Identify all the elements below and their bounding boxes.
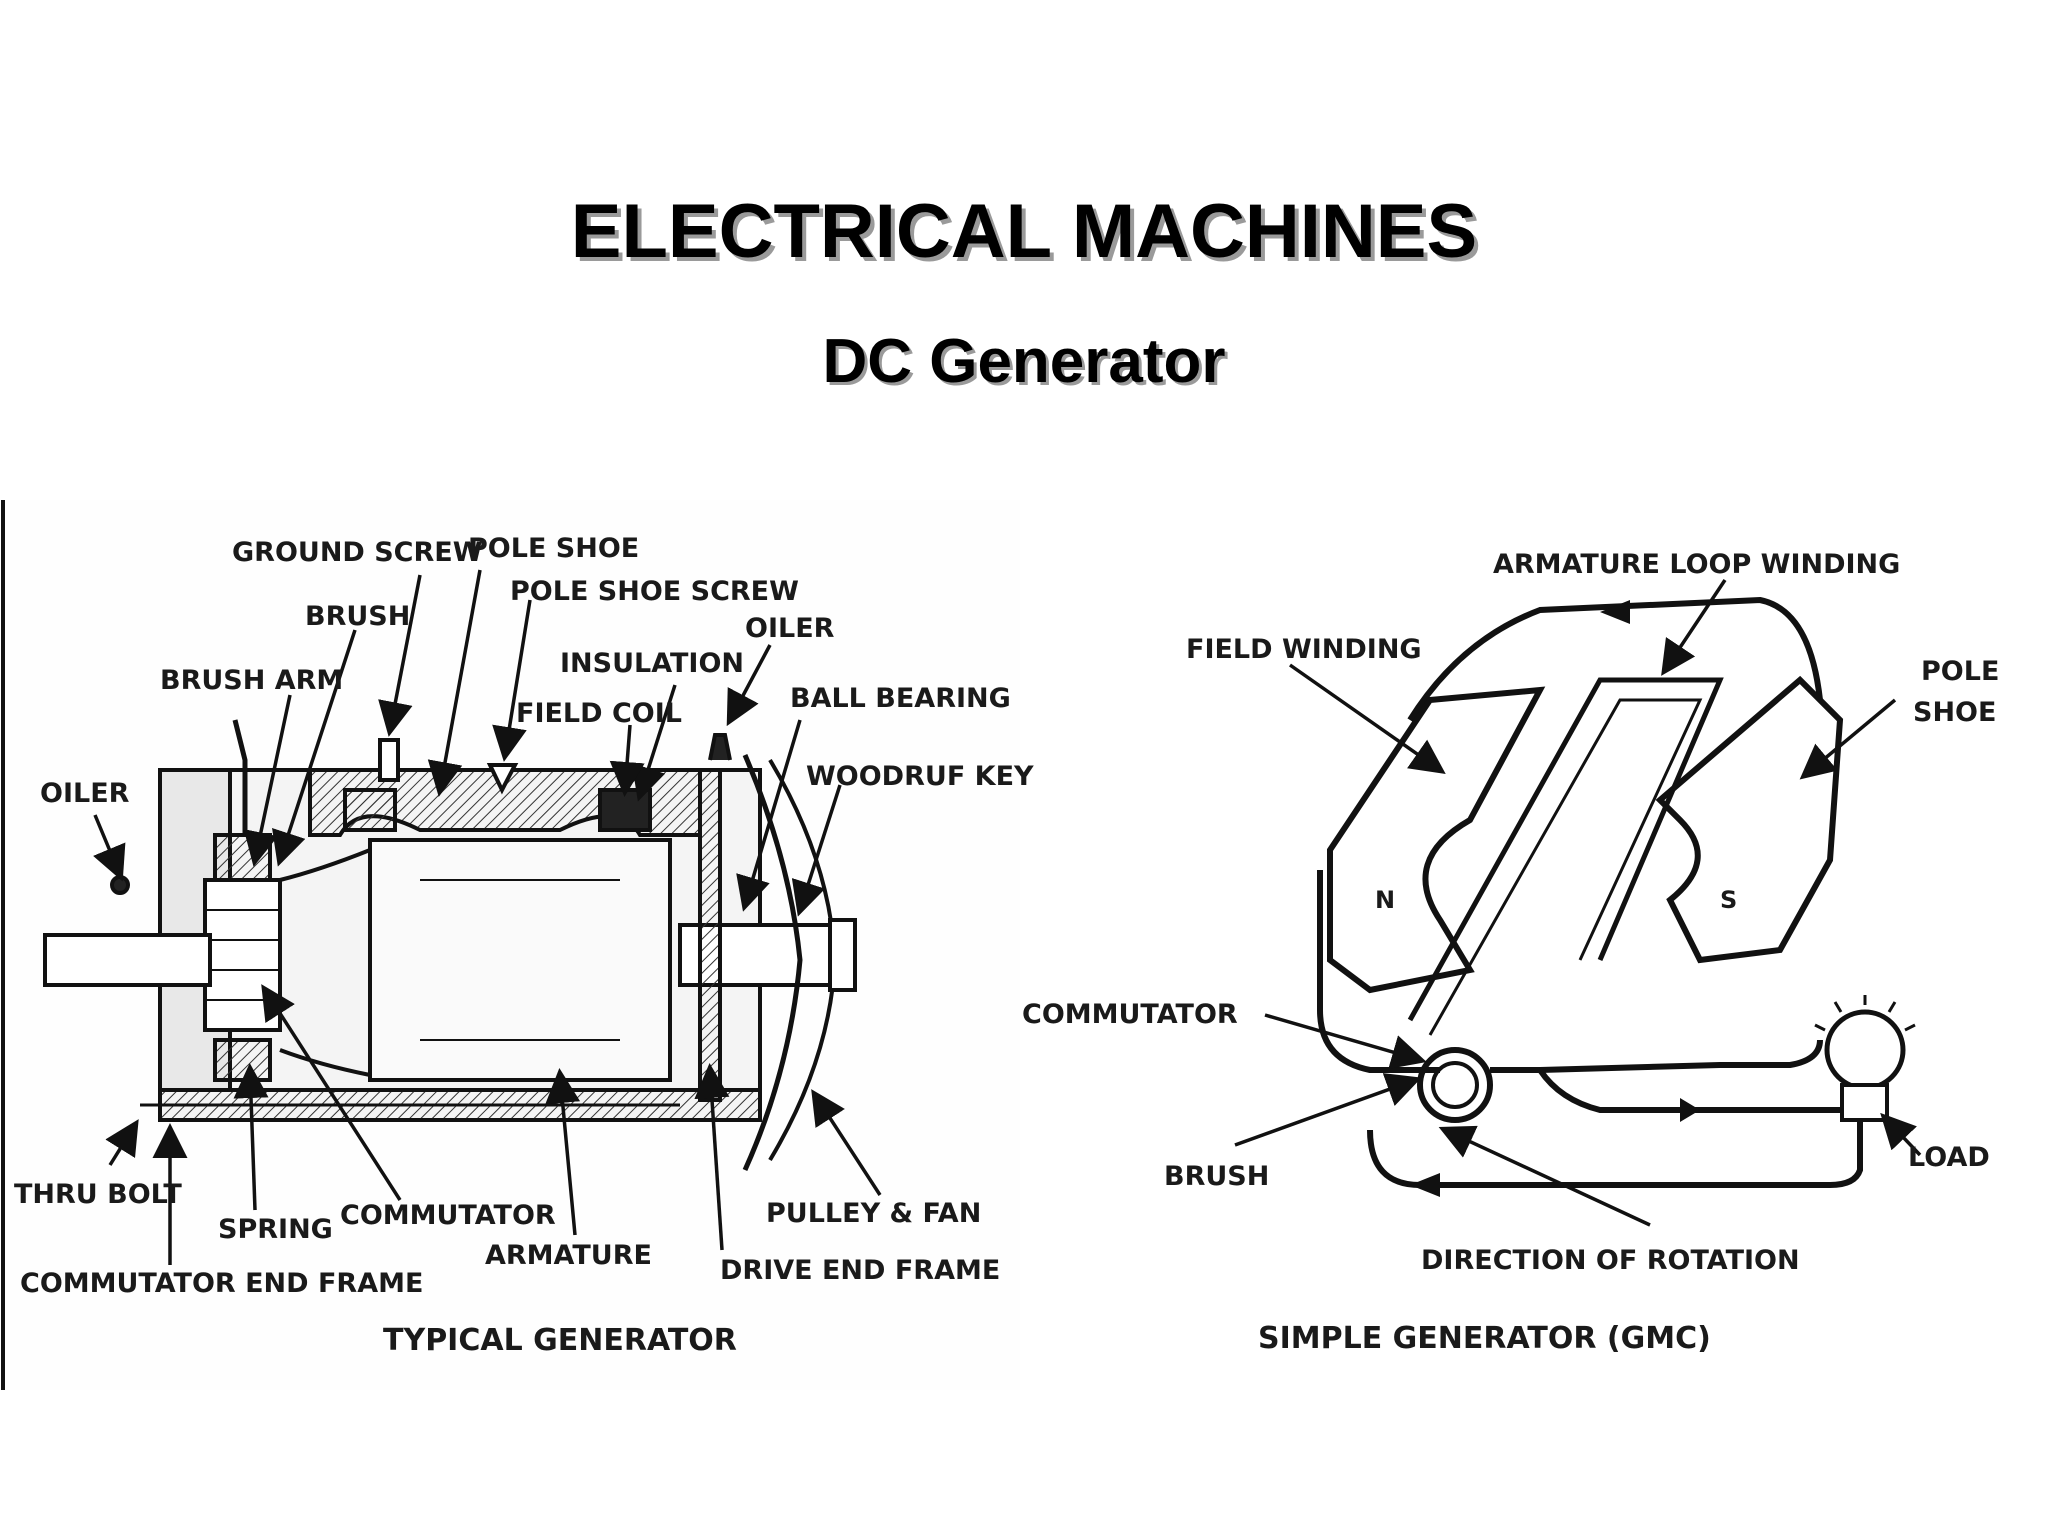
label-ground-screw: GROUND SCREW bbox=[232, 537, 483, 568]
label-drive-end-frame: DRIVE END FRAME bbox=[720, 1255, 1000, 1286]
label-thru-bolt: THRU BOLT bbox=[14, 1179, 182, 1210]
lamp-rays bbox=[1814, 995, 1916, 1032]
label-brush-simple: BRUSH bbox=[1164, 1161, 1269, 1192]
slide-title: ELECTRICAL MACHINES bbox=[570, 189, 1478, 274]
label-brush-arm: BRUSH ARM bbox=[160, 665, 343, 696]
typical-generator-leaders bbox=[93, 569, 882, 1265]
label-commutator-end-frame: COMMUTATOR END FRAME bbox=[20, 1268, 423, 1299]
rotation-arrows bbox=[1410, 600, 1700, 1197]
label-insulation: INSULATION bbox=[560, 648, 744, 679]
simple-generator-leaders bbox=[1234, 579, 1922, 1227]
label-oiler-top: OILER bbox=[745, 613, 835, 644]
label-oiler-left: OILER bbox=[40, 778, 130, 809]
label-field-winding: FIELD WINDING bbox=[1186, 634, 1422, 665]
south-pole bbox=[1655, 675, 1844, 964]
pole-label-south: S bbox=[1720, 886, 1737, 914]
label-pole-shoe-screw: POLE SHOE SCREW bbox=[510, 576, 799, 607]
label-brush: BRUSH bbox=[305, 601, 410, 632]
label-pulley-fan: PULLEY & FAN bbox=[766, 1198, 981, 1229]
label-spring: SPRING bbox=[218, 1214, 333, 1245]
label-pole-shoe-line2: SHOE bbox=[1913, 697, 1996, 728]
label-ball-bearing: BALL BEARING bbox=[790, 683, 1011, 714]
label-field-coil: FIELD COIL bbox=[516, 698, 682, 729]
label-woodruf-key: WOODRUF KEY bbox=[806, 761, 1034, 792]
label-commutator: COMMUTATOR bbox=[340, 1200, 556, 1231]
lamp-base bbox=[1840, 1083, 1889, 1122]
label-armature: ARMATURE bbox=[485, 1240, 652, 1271]
caption-typical-generator: TYPICAL GENERATOR bbox=[383, 1323, 737, 1358]
label-commutator-simple: COMMUTATOR bbox=[1022, 999, 1238, 1030]
north-pole bbox=[1327, 686, 1546, 994]
label-pole-shoe-line1: POLE bbox=[1921, 656, 1999, 687]
label-pole-shoe: POLE SHOE bbox=[468, 533, 639, 564]
label-armature-loop-winding: ARMATURE LOOP WINDING bbox=[1493, 549, 1900, 580]
slide-subtitle: DC Generator bbox=[822, 327, 1226, 396]
caption-simple-generator: SIMPLE GENERATOR (GMC) bbox=[1258, 1321, 1711, 1356]
label-direction-of-rotation: DIRECTION OF ROTATION bbox=[1421, 1245, 1800, 1276]
simple-generator-drawing bbox=[1317, 596, 1916, 1188]
pole-label-north: N bbox=[1375, 886, 1395, 914]
label-load: LOAD bbox=[1908, 1142, 1990, 1173]
lamp-bulb bbox=[1824, 1009, 1906, 1091]
generator-cutaway bbox=[43, 719, 857, 1172]
